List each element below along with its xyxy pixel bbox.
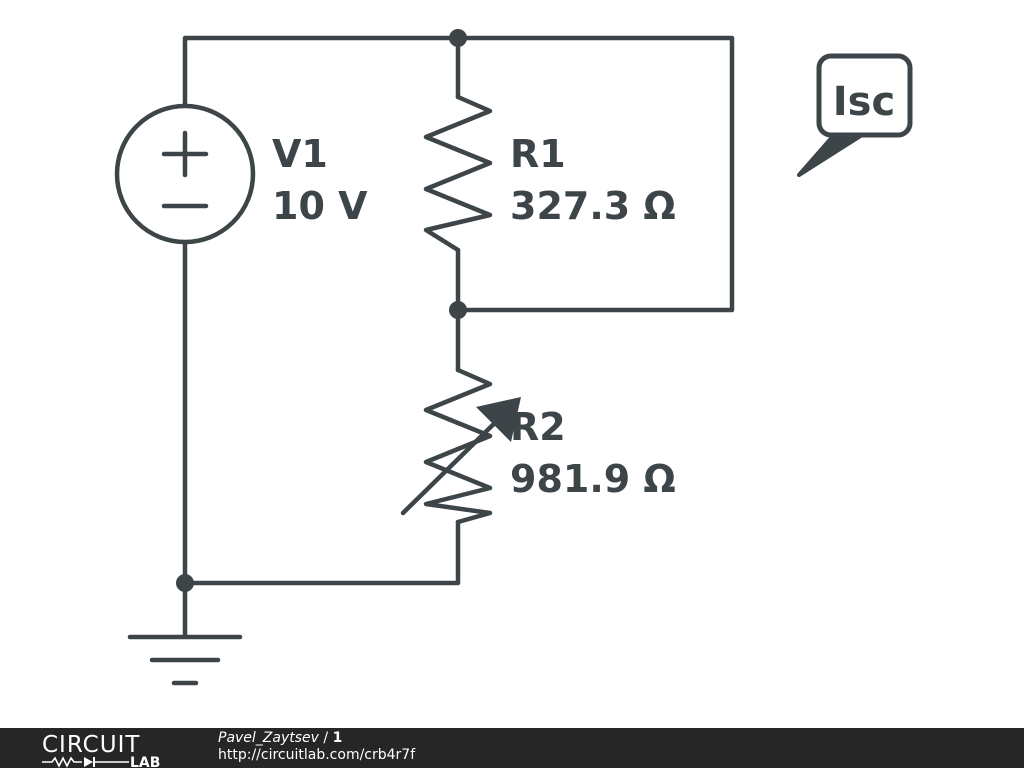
v1-value-label: 10 V (272, 184, 368, 228)
resistor-r2-zigzag (423, 367, 493, 525)
r1-value-label: 327.3 Ω (510, 184, 676, 228)
junction-bottom (176, 574, 194, 592)
r2-value-label: 981.9 Ω (510, 457, 676, 501)
wire-bottom (182, 519, 461, 586)
wire-top-left (182, 35, 461, 108)
voltage-source-circle (114, 103, 256, 245)
ground-icon (127, 634, 243, 686)
wire-short-loop (455, 35, 735, 313)
r1-name-label: R1 (510, 132, 566, 176)
revision-number: 1 (332, 730, 343, 746)
circuit-schematic: V1 10 V R1 327.3 Ω R2 981.9 Ω Isc (114, 29, 913, 686)
current-probe-isc[interactable]: Isc (797, 53, 913, 177)
logo-diode-icon (84, 757, 93, 767)
probe-label: Isc (833, 79, 895, 125)
variable-arrow-shaft (400, 410, 508, 516)
probe-pointer-icon (797, 133, 864, 177)
junction-middle (449, 301, 467, 319)
resistor-r1[interactable] (423, 94, 493, 253)
footer-url[interactable]: http://circuitlab.com/crb4r7f (218, 747, 416, 763)
junction-top (449, 29, 467, 47)
circuitlab-logo[interactable]: CIRCUIT LAB (42, 730, 177, 768)
footer-bar: CIRCUIT LAB Pavel_Zaytsev / 1 http://cir… (0, 728, 1024, 768)
logo-text-top: CIRCUIT (42, 732, 140, 758)
v1-name-label: V1 (272, 132, 328, 176)
author-link[interactable]: Pavel_Zaytsev (218, 730, 319, 746)
variable-arrow-head-icon (476, 397, 521, 442)
variable-resistor-r2[interactable] (400, 367, 521, 525)
logo-resistor-icon (42, 756, 82, 768)
footer-info: Pavel_Zaytsev / 1 http://circuitlab.com/… (218, 730, 415, 764)
probe-box (816, 53, 913, 138)
r2-name-label: R2 (510, 405, 566, 449)
footer-author-line: Pavel_Zaytsev / 1 (218, 730, 415, 747)
voltage-source-v1[interactable] (114, 103, 256, 245)
author-separator: / (318, 730, 333, 746)
logo-text-bottom: LAB (130, 755, 160, 768)
